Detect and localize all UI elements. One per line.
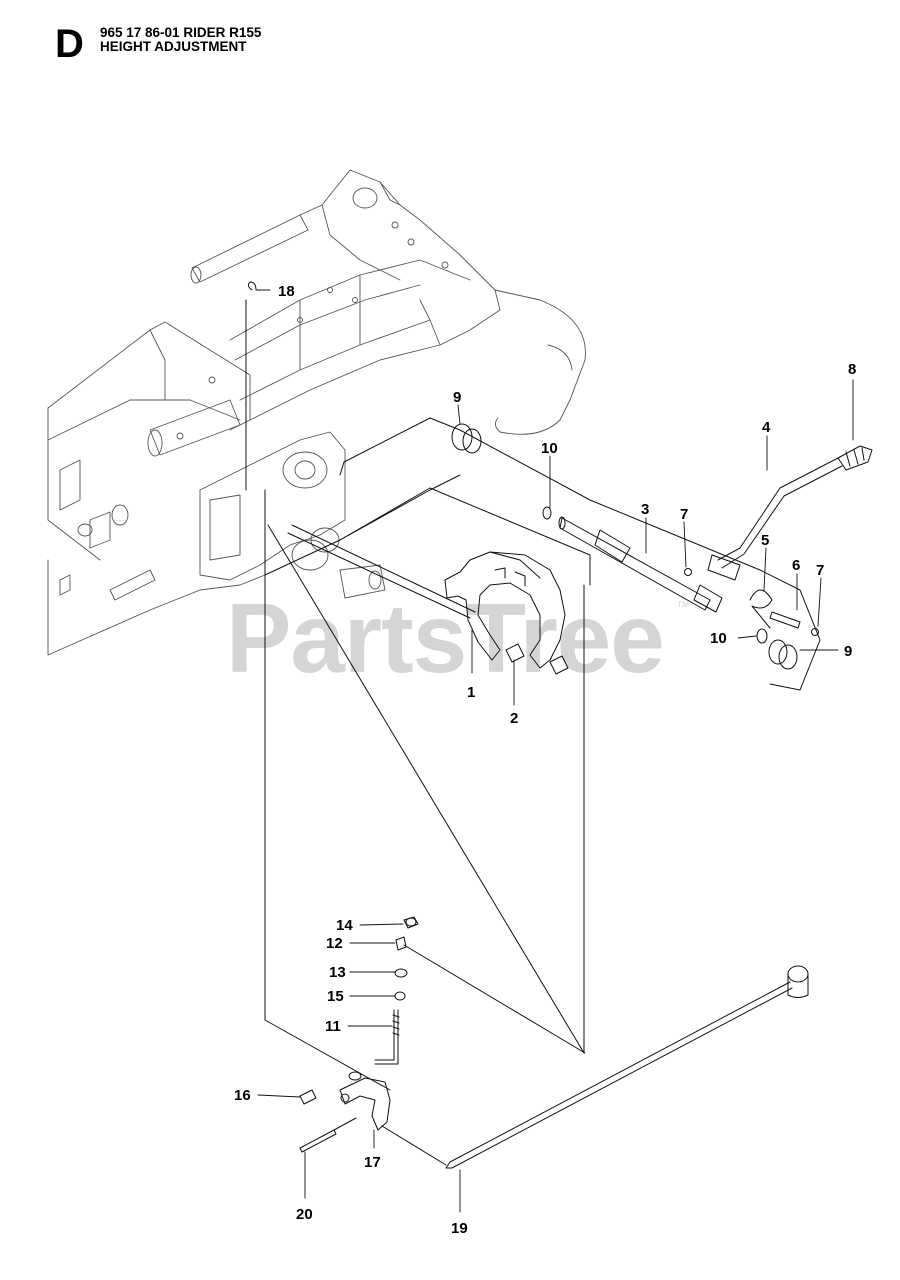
rod-part-19 [381, 965, 809, 1169]
grip-part-8 [837, 445, 873, 471]
callout-8: 8 [848, 361, 856, 378]
cross-rod [287, 524, 476, 619]
callout-20: 20 [296, 1206, 313, 1223]
bolt-part-12 [395, 936, 586, 1054]
model-title: 965 17 86-01 RIDER R155 [100, 25, 262, 40]
ring-part-7 [684, 568, 819, 636]
callout-10-upper: 10 [541, 440, 558, 457]
shaft-part-3 [558, 516, 723, 613]
nut-part-15 [394, 991, 406, 1001]
callout-18: 18 [278, 283, 295, 300]
watermark-trademark: ™ [676, 598, 690, 614]
watermark: PartsTree [226, 583, 665, 693]
callout-4: 4 [762, 419, 771, 436]
callout-7-right: 7 [816, 562, 824, 579]
chassis-frame [47, 169, 586, 656]
leader-lines [255, 289, 854, 1213]
callout-12: 12 [326, 935, 343, 952]
callout-labels: 18 9 10 3 7 4 8 5 6 7 10 9 1 2 14 12 13 … [234, 283, 856, 1237]
assembly-title: HEIGHT ADJUSTMENT [100, 39, 247, 54]
washer-part-10 [542, 506, 768, 644]
callout-19: 19 [451, 1220, 468, 1237]
washer-part-13 [394, 968, 408, 978]
threaded-rod-part-11 [374, 1009, 400, 1065]
bushing-part-9 [451, 423, 798, 670]
clip-part-18 [247, 281, 257, 291]
pin-part-6 [769, 611, 801, 629]
section-letter: D [55, 22, 84, 66]
screw-part-20 [299, 1117, 357, 1153]
callout-6: 6 [792, 557, 800, 574]
explode-lines [245, 299, 821, 1091]
callout-3: 3 [641, 501, 649, 518]
screw-part-16 [299, 1089, 317, 1105]
callout-13: 13 [329, 964, 346, 981]
callout-16: 16 [234, 1087, 251, 1104]
callout-15: 15 [327, 988, 344, 1005]
quadrant-bracket [444, 551, 566, 669]
callout-2: 2 [510, 710, 518, 727]
nut-part-14 [403, 916, 419, 929]
arm-part-17 [339, 1071, 391, 1131]
callout-1: 1 [467, 684, 475, 701]
callout-5: 5 [761, 532, 769, 549]
callout-7-left: 7 [680, 506, 688, 523]
lever-part-4 [707, 457, 843, 581]
callout-11: 11 [325, 1018, 341, 1035]
callout-10-lower: 10 [710, 630, 727, 647]
clip-part-5 [749, 589, 773, 629]
callout-9-upper: 9 [453, 389, 461, 406]
bolt-part-2 [505, 643, 569, 675]
callout-9-lower: 9 [844, 643, 852, 660]
callout-17: 17 [364, 1154, 381, 1171]
callout-14: 14 [336, 917, 353, 934]
